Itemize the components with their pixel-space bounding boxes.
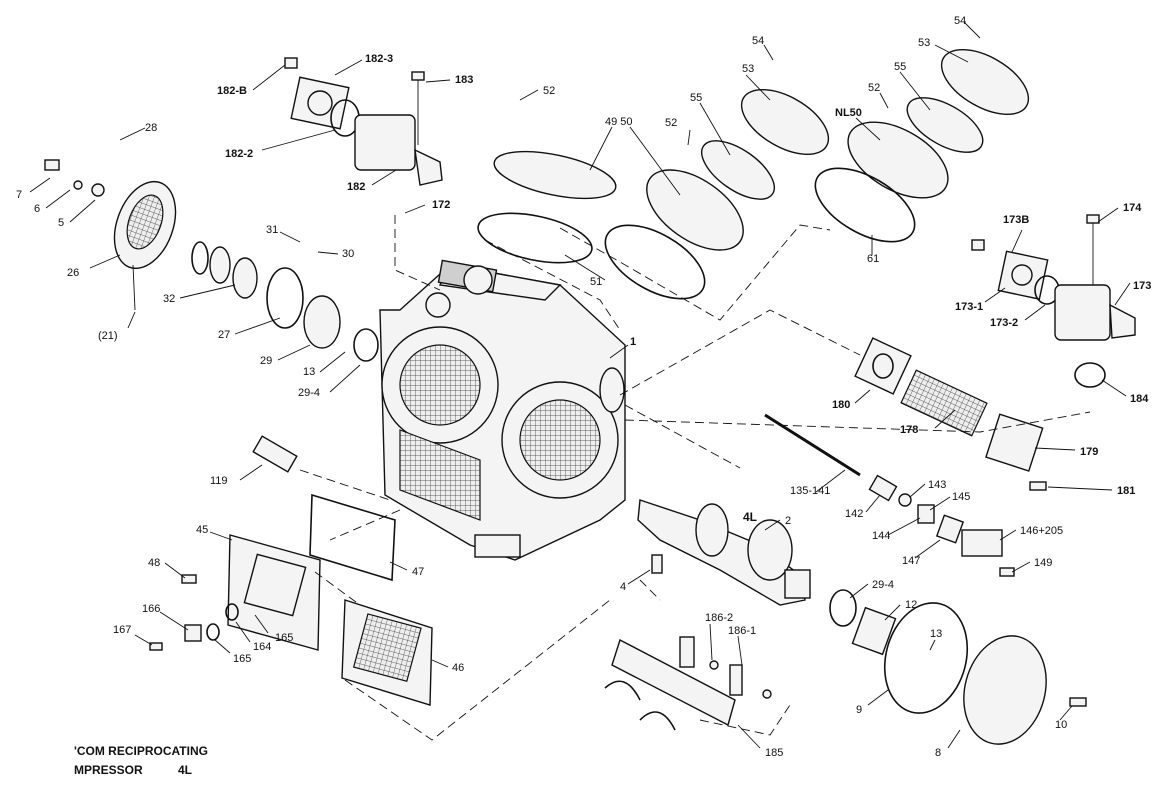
label-143: 143: [928, 479, 946, 491]
sight-glass-plug: [252, 435, 298, 473]
label-182-2: 182-2: [225, 148, 253, 160]
caption-line-1: 'COM RECIPROCATING: [74, 744, 208, 758]
valve-small-parts: [868, 474, 1015, 577]
label-55b: 55: [894, 61, 906, 73]
label-144: 144: [872, 530, 890, 542]
label-185: 185: [765, 747, 783, 759]
label-166: 166: [142, 603, 160, 615]
label-29: 29: [260, 355, 272, 367]
label-12: 12: [905, 599, 917, 611]
label-31: 31: [266, 224, 278, 236]
leader-lines: [29, 21, 1131, 749]
oil-filter-assembly: [854, 337, 1106, 491]
label-142: 142: [845, 508, 863, 520]
label-49-50: 49 50: [605, 116, 633, 128]
label-nl50: NL50: [835, 107, 862, 119]
right-oil-pump-assembly: [971, 214, 1136, 341]
crankshaft: [637, 413, 861, 606]
label-178: 178: [900, 424, 918, 436]
crankcase-heater: [604, 636, 772, 731]
label-54b: 54: [954, 15, 966, 27]
label-46: 46: [452, 662, 464, 674]
label-4: 4: [620, 581, 626, 593]
label-61: 61: [867, 253, 879, 265]
assembly-dashed-lines: [299, 215, 1091, 741]
label-174: 174: [1123, 202, 1142, 214]
label-52c: 52: [868, 82, 880, 94]
label-180: 180: [832, 399, 850, 411]
part-labels: 182-B 182-3 182-2 182 183 172 52 49 50 5…: [16, 15, 1151, 759]
caption-model: 4L: [178, 763, 192, 777]
label-181: 181: [1117, 485, 1135, 497]
rear-bearing-cover: [829, 589, 1087, 745]
label-48: 48: [148, 557, 160, 569]
label-30: 30: [342, 248, 354, 260]
label-147: 147: [902, 555, 920, 567]
label-186-2: 186-2: [705, 612, 733, 624]
label-182: 182: [347, 181, 365, 193]
label-54a: 54: [752, 35, 764, 47]
label-119: 119: [210, 475, 228, 487]
model-badge: 4L: [743, 510, 757, 524]
label-165a: 165: [275, 632, 293, 644]
label-8: 8: [935, 747, 941, 759]
front-cover: [44, 159, 379, 362]
label-13b: 13: [930, 628, 942, 640]
label-167: 167: [113, 624, 131, 636]
label-1: 1: [630, 336, 636, 348]
label-5: 5: [58, 217, 64, 229]
label-13a: 13: [303, 366, 315, 378]
label-52b: 52: [665, 117, 677, 129]
label-173: 173: [1133, 280, 1151, 292]
label-53b: 53: [918, 37, 930, 49]
label-27: 27: [218, 329, 230, 341]
label-146-205: 146+205: [1020, 525, 1063, 537]
label-179: 179: [1080, 446, 1098, 458]
label-183: 183: [455, 74, 473, 86]
label-165b: 165: [233, 653, 251, 665]
label-173-1: 173-1: [955, 301, 983, 313]
label-7: 7: [16, 189, 22, 201]
label-51: 51: [590, 276, 602, 288]
caption-line-2: MPRESSOR: [74, 763, 143, 777]
label-182-3: 182-3: [365, 53, 393, 65]
label-55a: 55: [690, 92, 702, 104]
label-149: 149: [1034, 557, 1052, 569]
head-gaskets: [477, 48, 1030, 300]
label-184: 184: [1130, 393, 1149, 405]
label-182b: 182-B: [217, 85, 247, 97]
label-21: (21): [98, 330, 118, 342]
label-164: 164: [253, 641, 271, 653]
label-135-141: 135-141: [790, 485, 830, 497]
caption: 'COM RECIPROCATING MPRESSOR 4L: [74, 744, 208, 777]
label-173-2: 173-2: [990, 317, 1018, 329]
label-32: 32: [163, 293, 175, 305]
label-186-1: 186-1: [728, 625, 756, 637]
label-26: 26: [67, 267, 79, 279]
label-47: 47: [412, 566, 424, 578]
label-173b: 173B: [1003, 214, 1029, 226]
label-28: 28: [145, 122, 157, 134]
label-52a: 52: [543, 85, 555, 97]
label-29-4a: 29-4: [298, 387, 320, 399]
label-10: 10: [1055, 719, 1067, 731]
label-6: 6: [34, 203, 40, 215]
label-53a: 53: [742, 63, 754, 75]
label-2: 2: [785, 515, 791, 527]
label-9: 9: [856, 704, 862, 716]
label-145: 145: [952, 491, 970, 503]
label-29-4b: 29-4: [872, 579, 894, 591]
label-172: 172: [432, 199, 450, 211]
crankcase-body: [379, 259, 626, 561]
bottom-covers: [149, 493, 433, 706]
label-45: 45: [196, 524, 208, 536]
oil-pump-assembly: [284, 57, 443, 186]
